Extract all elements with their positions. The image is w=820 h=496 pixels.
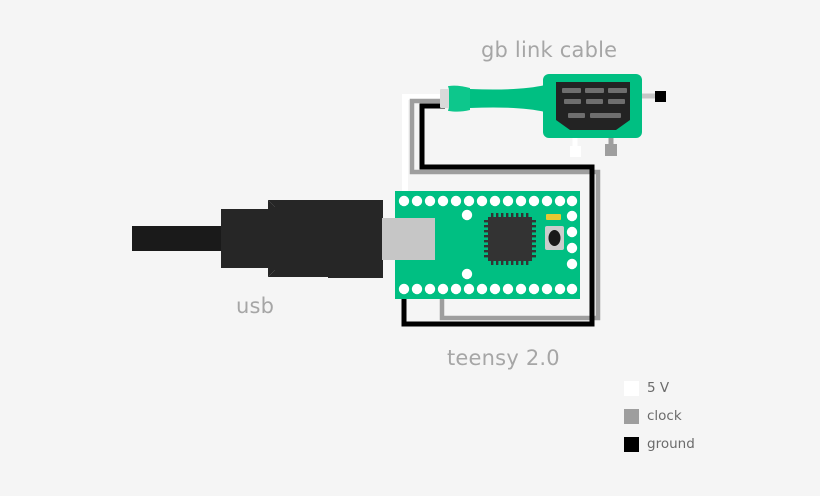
legend-item-five-volt: 5 V — [624, 381, 695, 396]
teensy-pin — [424, 195, 436, 207]
connector-pin-slot — [604, 113, 621, 118]
wire-clock-terminal — [605, 144, 617, 156]
connector-pin-slot — [608, 99, 625, 104]
mcu-chip-body — [488, 217, 532, 261]
teensy-pin — [515, 283, 527, 295]
gb-link-cable-label: gb link cable — [481, 38, 618, 62]
teensy-pin — [437, 283, 449, 295]
teensy-right-pad — [566, 242, 578, 254]
teensy-pin — [566, 195, 578, 207]
connector-pin-slot — [568, 113, 585, 118]
connector-pin-slot — [586, 99, 603, 104]
teensy-pin — [450, 283, 462, 295]
usb-body-inner — [268, 200, 330, 277]
teensy-pin — [424, 283, 436, 295]
teensy-board — [395, 191, 580, 299]
teensy-pin — [411, 195, 423, 207]
teensy-pin — [528, 283, 540, 295]
usb-label: usb — [236, 294, 275, 318]
wire-ground-route — [401, 103, 595, 327]
teensy-pin — [476, 195, 488, 207]
connector-pin-slot — [608, 88, 627, 93]
gb-link-cable-plug — [440, 85, 545, 112]
teensy-pin — [515, 195, 527, 207]
mcu-chip-leads — [484, 213, 536, 265]
status-led — [546, 214, 561, 220]
gb-link-connector — [543, 74, 642, 138]
teensy-inner-pad — [461, 268, 473, 280]
teensy-pin — [554, 195, 566, 207]
legend-label-ground: ground — [647, 436, 695, 452]
usb-body — [328, 200, 383, 278]
wire-ground-terminal — [655, 91, 666, 102]
connector-pin-slot — [585, 88, 604, 93]
teensy-pin — [541, 195, 553, 207]
plug-grip — [449, 85, 470, 112]
legend-label-five-volt: 5 V — [647, 380, 670, 396]
legend-swatch-ground — [624, 437, 639, 452]
teensy-pin — [528, 195, 540, 207]
teensy-pin — [463, 195, 475, 207]
teensy-pin — [502, 283, 514, 295]
teensy-pin — [476, 283, 488, 295]
teensy-inner-pad — [461, 209, 473, 221]
legend-label-clock: clock — [647, 408, 682, 424]
legend-item-clock: clock — [624, 409, 695, 424]
teensy-pin — [566, 283, 578, 295]
teensy-label: teensy 2.0 — [447, 346, 560, 370]
teensy-pin — [411, 283, 423, 295]
teensy-right-pad — [566, 226, 578, 238]
teensy-pin — [450, 195, 462, 207]
teensy-pin — [398, 283, 410, 295]
wire-5v-route — [402, 94, 445, 200]
teensy-pin — [437, 195, 449, 207]
teensy-pin — [489, 195, 501, 207]
usb-strain-relief — [221, 209, 275, 268]
mcu-chip — [484, 213, 536, 265]
usb-cable-lead — [132, 226, 222, 251]
teensy-pin — [489, 283, 501, 295]
teensy-right-pad — [566, 210, 578, 222]
connector-pin-slot — [564, 99, 581, 104]
legend-swatch-clock — [624, 409, 639, 424]
wire-clock-route — [409, 98, 601, 321]
teensy-right-pad — [566, 258, 578, 270]
teensy-pin — [541, 283, 553, 295]
teensy-pin — [463, 283, 475, 295]
usb-body-shoulder — [268, 200, 275, 277]
legend-swatch-five-volt — [624, 381, 639, 396]
reset-button-cap — [548, 230, 561, 246]
reset-button[interactable] — [545, 226, 564, 250]
teensy-pin — [554, 283, 566, 295]
plug-body — [448, 85, 545, 112]
legend: 5 V clock ground — [624, 381, 695, 452]
connector-pin-slot — [590, 113, 607, 118]
teensy-pin — [502, 195, 514, 207]
legend-item-ground: ground — [624, 437, 695, 452]
teensy-usb-jack — [395, 218, 435, 260]
wire-5v-terminal — [570, 146, 581, 157]
teensy-pin — [398, 195, 410, 207]
connector-pin-slot — [562, 88, 581, 93]
